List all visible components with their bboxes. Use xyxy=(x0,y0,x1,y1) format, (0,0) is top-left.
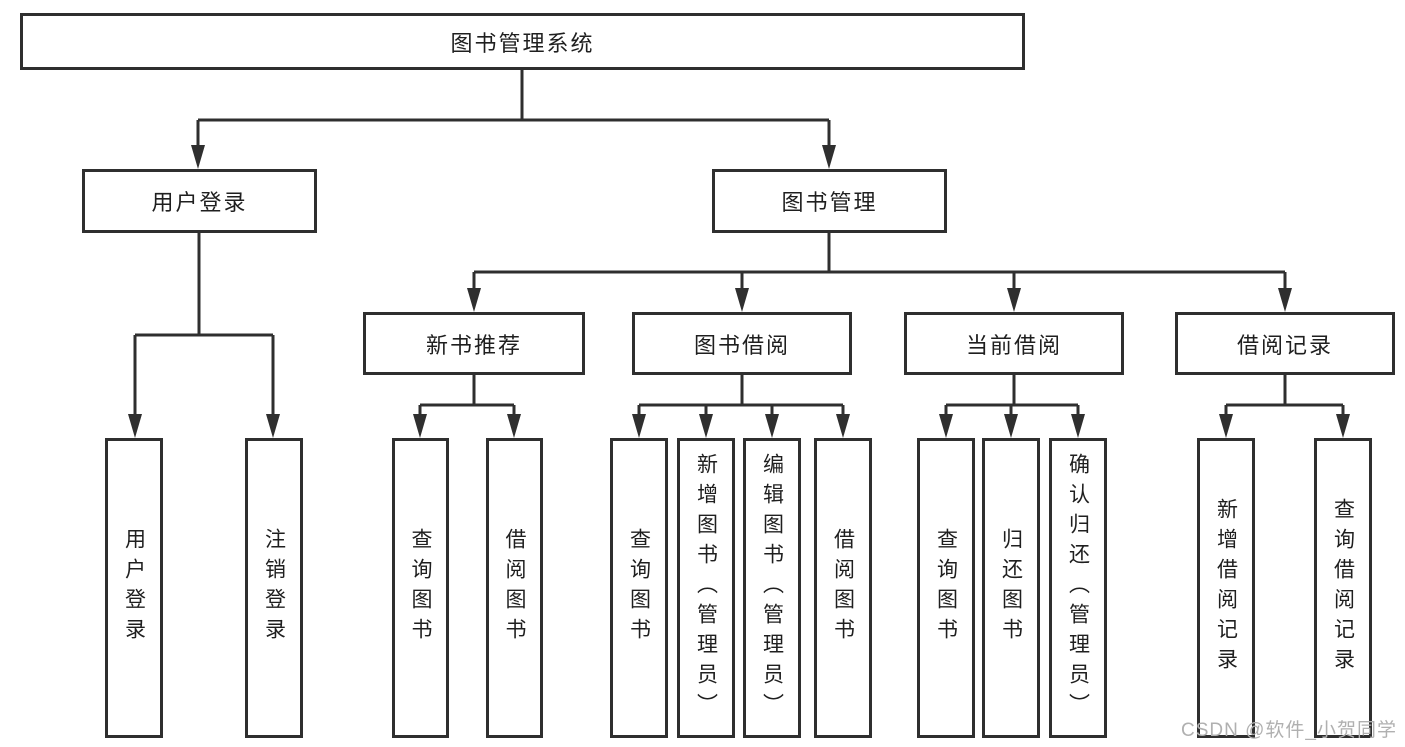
node-current-borrowing: 当前借阅 xyxy=(904,312,1124,375)
node-new-book-recommendation: 新书推荐 xyxy=(363,312,585,375)
node-leaf-return-books: 归还图书 xyxy=(982,438,1040,738)
node-leaf-logout: 注销登录 xyxy=(245,438,303,738)
connector-borrowing-records xyxy=(1219,375,1350,438)
connector-root xyxy=(191,70,836,169)
node-leaf-query-books-3: 查询图书 xyxy=(917,438,975,738)
connector-user-login-branch xyxy=(128,233,280,438)
node-library-management-system: 图书管理系统 xyxy=(20,13,1025,70)
node-leaf-user-login: 用户登录 xyxy=(105,438,163,738)
connector-book-management-branch xyxy=(467,233,1292,312)
csdn-watermark: CSDN @软件_小贺同学 xyxy=(1181,720,1397,741)
connector-book-borrowing xyxy=(632,375,850,438)
node-book-management: 图书管理 xyxy=(712,169,947,233)
node-leaf-add-borrow-record: 新增借阅记录 xyxy=(1197,438,1255,738)
connector-new-book-recommendation xyxy=(413,375,521,438)
node-leaf-query-borrow-record: 查询借阅记录 xyxy=(1314,438,1372,738)
node-leaf-query-books-2: 查询图书 xyxy=(610,438,668,738)
node-leaf-borrow-books-1: 借阅图书 xyxy=(486,438,543,738)
connector-current-borrowing xyxy=(939,375,1085,438)
node-leaf-borrow-books-2: 借阅图书 xyxy=(814,438,872,738)
node-borrowing-records: 借阅记录 xyxy=(1175,312,1395,375)
node-leaf-add-books-admin: 新增图书（管理员） xyxy=(677,438,735,738)
node-user-login: 用户登录 xyxy=(82,169,317,233)
node-leaf-edit-books-admin: 编辑图书（管理员） xyxy=(743,438,801,738)
node-leaf-query-books-1: 查询图书 xyxy=(392,438,449,738)
node-book-borrowing: 图书借阅 xyxy=(632,312,852,375)
node-leaf-confirm-return-admin: 确认归还（管理员） xyxy=(1049,438,1107,738)
